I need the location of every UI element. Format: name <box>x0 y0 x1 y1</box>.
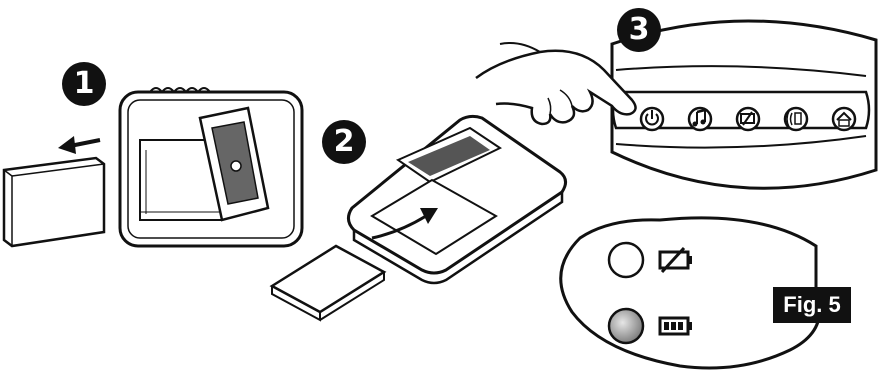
screen-off-button[interactable] <box>737 108 759 130</box>
remove-arrow <box>58 136 100 154</box>
battery-pack-removed <box>4 158 104 246</box>
vibration-alert-button[interactable] <box>785 108 807 130</box>
power-button[interactable] <box>641 108 663 130</box>
step-2-illustration <box>272 116 566 320</box>
led-charged <box>609 309 643 343</box>
home-button[interactable] <box>833 108 855 130</box>
led-low-battery <box>609 243 643 277</box>
step-1-illustration <box>4 88 302 246</box>
step-2-badge: 2 <box>322 120 366 164</box>
battery-pack-insert <box>272 246 384 320</box>
music-button[interactable] <box>689 108 711 130</box>
step-1-badge: 1 <box>62 62 106 106</box>
figure-label: Fig. 5 <box>773 287 851 323</box>
step-3-badge: 3 <box>617 8 661 52</box>
